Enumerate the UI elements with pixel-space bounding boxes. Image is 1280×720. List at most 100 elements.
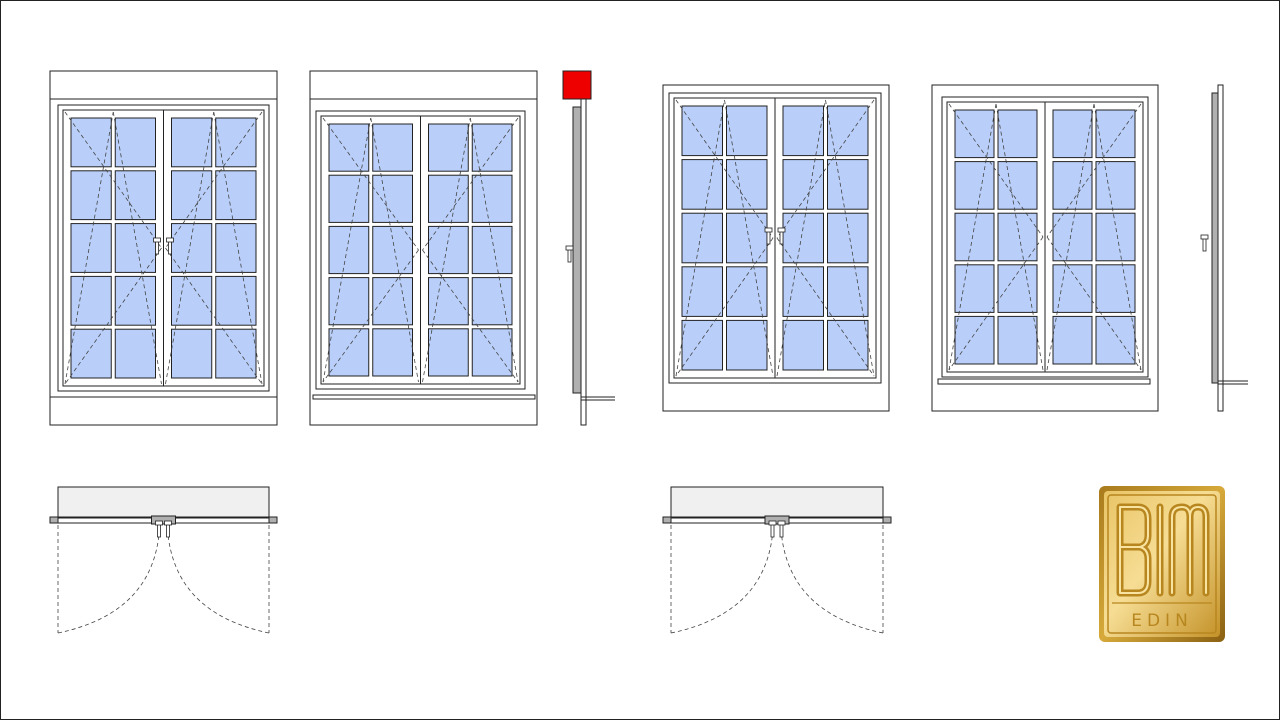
- swing-arc-left: [57, 528, 160, 634]
- glass-pane: [726, 266, 768, 317]
- turn-line: [422, 249, 519, 383]
- glass-pane: [1095, 212, 1136, 262]
- glass-pane: [1052, 109, 1093, 159]
- glass-pane: [997, 212, 1038, 262]
- frame-section: [580, 98, 587, 426]
- glass-pane: [114, 170, 156, 221]
- glass-pane: [726, 319, 768, 371]
- glass-pane: [1095, 161, 1136, 210]
- glass-pane: [681, 105, 723, 157]
- window-plan-right: [662, 486, 892, 634]
- glass-pane: [827, 159, 869, 210]
- glass-pane: [171, 170, 213, 221]
- glass-pane: [471, 174, 513, 223]
- glass-pane: [782, 266, 824, 317]
- glass-pane: [328, 277, 370, 326]
- glass-pane: [171, 223, 213, 273]
- window-board: [312, 394, 536, 400]
- glass-pane: [954, 109, 995, 159]
- handle-base: [777, 227, 786, 233]
- glass-pane: [726, 212, 768, 264]
- glass-pane: [428, 174, 469, 223]
- glass-pane: [114, 275, 156, 326]
- swing-arc-right: [167, 528, 270, 634]
- tilt-line: [675, 99, 725, 377]
- glass-pane: [997, 109, 1038, 159]
- turn-line: [948, 103, 1044, 238]
- window-elevation-exterior-right: [662, 84, 890, 412]
- glass-pane: [372, 328, 413, 377]
- glass-pane: [215, 275, 257, 326]
- handle-base: [155, 520, 163, 526]
- wall-plan-head: [670, 486, 884, 518]
- glass-pane: [726, 159, 768, 210]
- glass-pane: [681, 212, 723, 264]
- red-marker: [562, 70, 592, 100]
- glass-pane: [171, 275, 213, 326]
- handle-base: [153, 237, 161, 243]
- mullion-plan: [151, 515, 176, 525]
- window-elevation-exterior-left: [49, 70, 278, 426]
- glass-pane: [1095, 315, 1136, 365]
- handle-base: [166, 237, 174, 243]
- turn-line: [322, 117, 419, 251]
- glass-pane: [70, 223, 112, 273]
- glass-pane: [171, 117, 213, 168]
- glass-pane: [782, 212, 824, 264]
- glass-pane: [372, 174, 413, 223]
- glass-pane: [372, 225, 413, 275]
- glass-pane: [328, 328, 370, 377]
- glass-pane: [782, 159, 824, 210]
- glass-pane: [997, 161, 1038, 210]
- wall-section: [572, 106, 582, 394]
- frame-section: [1217, 84, 1224, 412]
- glass-pane: [372, 123, 413, 172]
- glass-pane: [954, 212, 995, 262]
- window-elevation-interior-right: [931, 84, 1159, 412]
- glass-pane: [681, 266, 723, 317]
- glass-pane: [954, 315, 995, 365]
- bim-edin-logo: EDIN: [1098, 485, 1226, 643]
- mullion-plan: [764, 515, 790, 525]
- glass-pane: [471, 225, 513, 275]
- window-plan-left: [49, 486, 278, 634]
- wall-section: [1211, 92, 1219, 384]
- glass-pane: [471, 328, 513, 377]
- turn-line: [675, 237, 774, 377]
- glass-pane: [70, 117, 112, 168]
- glass-pane: [782, 319, 824, 371]
- glass-pane: [428, 123, 469, 172]
- glass-pane: [328, 225, 370, 275]
- glass-pane: [171, 328, 213, 379]
- turn-line: [675, 99, 774, 239]
- glass-pane: [372, 277, 413, 326]
- glass-pane: [215, 117, 257, 168]
- turn-line: [322, 249, 419, 383]
- glass-pane: [70, 328, 112, 379]
- tilt-line: [776, 99, 826, 377]
- glass-pane: [1095, 109, 1136, 159]
- glass-pane: [1095, 264, 1136, 313]
- tilt-line: [322, 117, 372, 383]
- turn-line: [948, 236, 1044, 371]
- tilt-line: [370, 117, 419, 383]
- turn-line: [1046, 236, 1142, 371]
- tilt-line: [825, 99, 875, 377]
- tilt-line: [995, 103, 1044, 371]
- glass-pane: [215, 223, 257, 273]
- glass-pane: [1052, 264, 1093, 313]
- glass-pane: [827, 266, 869, 317]
- turn-line: [1046, 103, 1142, 238]
- glass-pane: [471, 277, 513, 326]
- glass-pane: [681, 159, 723, 210]
- tilt-line: [1093, 103, 1142, 371]
- tilt-line: [469, 117, 519, 383]
- tilt-line: [948, 103, 997, 371]
- glass-pane: [70, 275, 112, 326]
- turn-line: [776, 99, 875, 239]
- window-elevation-interior-left: [309, 70, 538, 426]
- glass-pane: [997, 264, 1038, 313]
- glass-pane: [954, 161, 995, 210]
- glass-pane: [328, 174, 370, 223]
